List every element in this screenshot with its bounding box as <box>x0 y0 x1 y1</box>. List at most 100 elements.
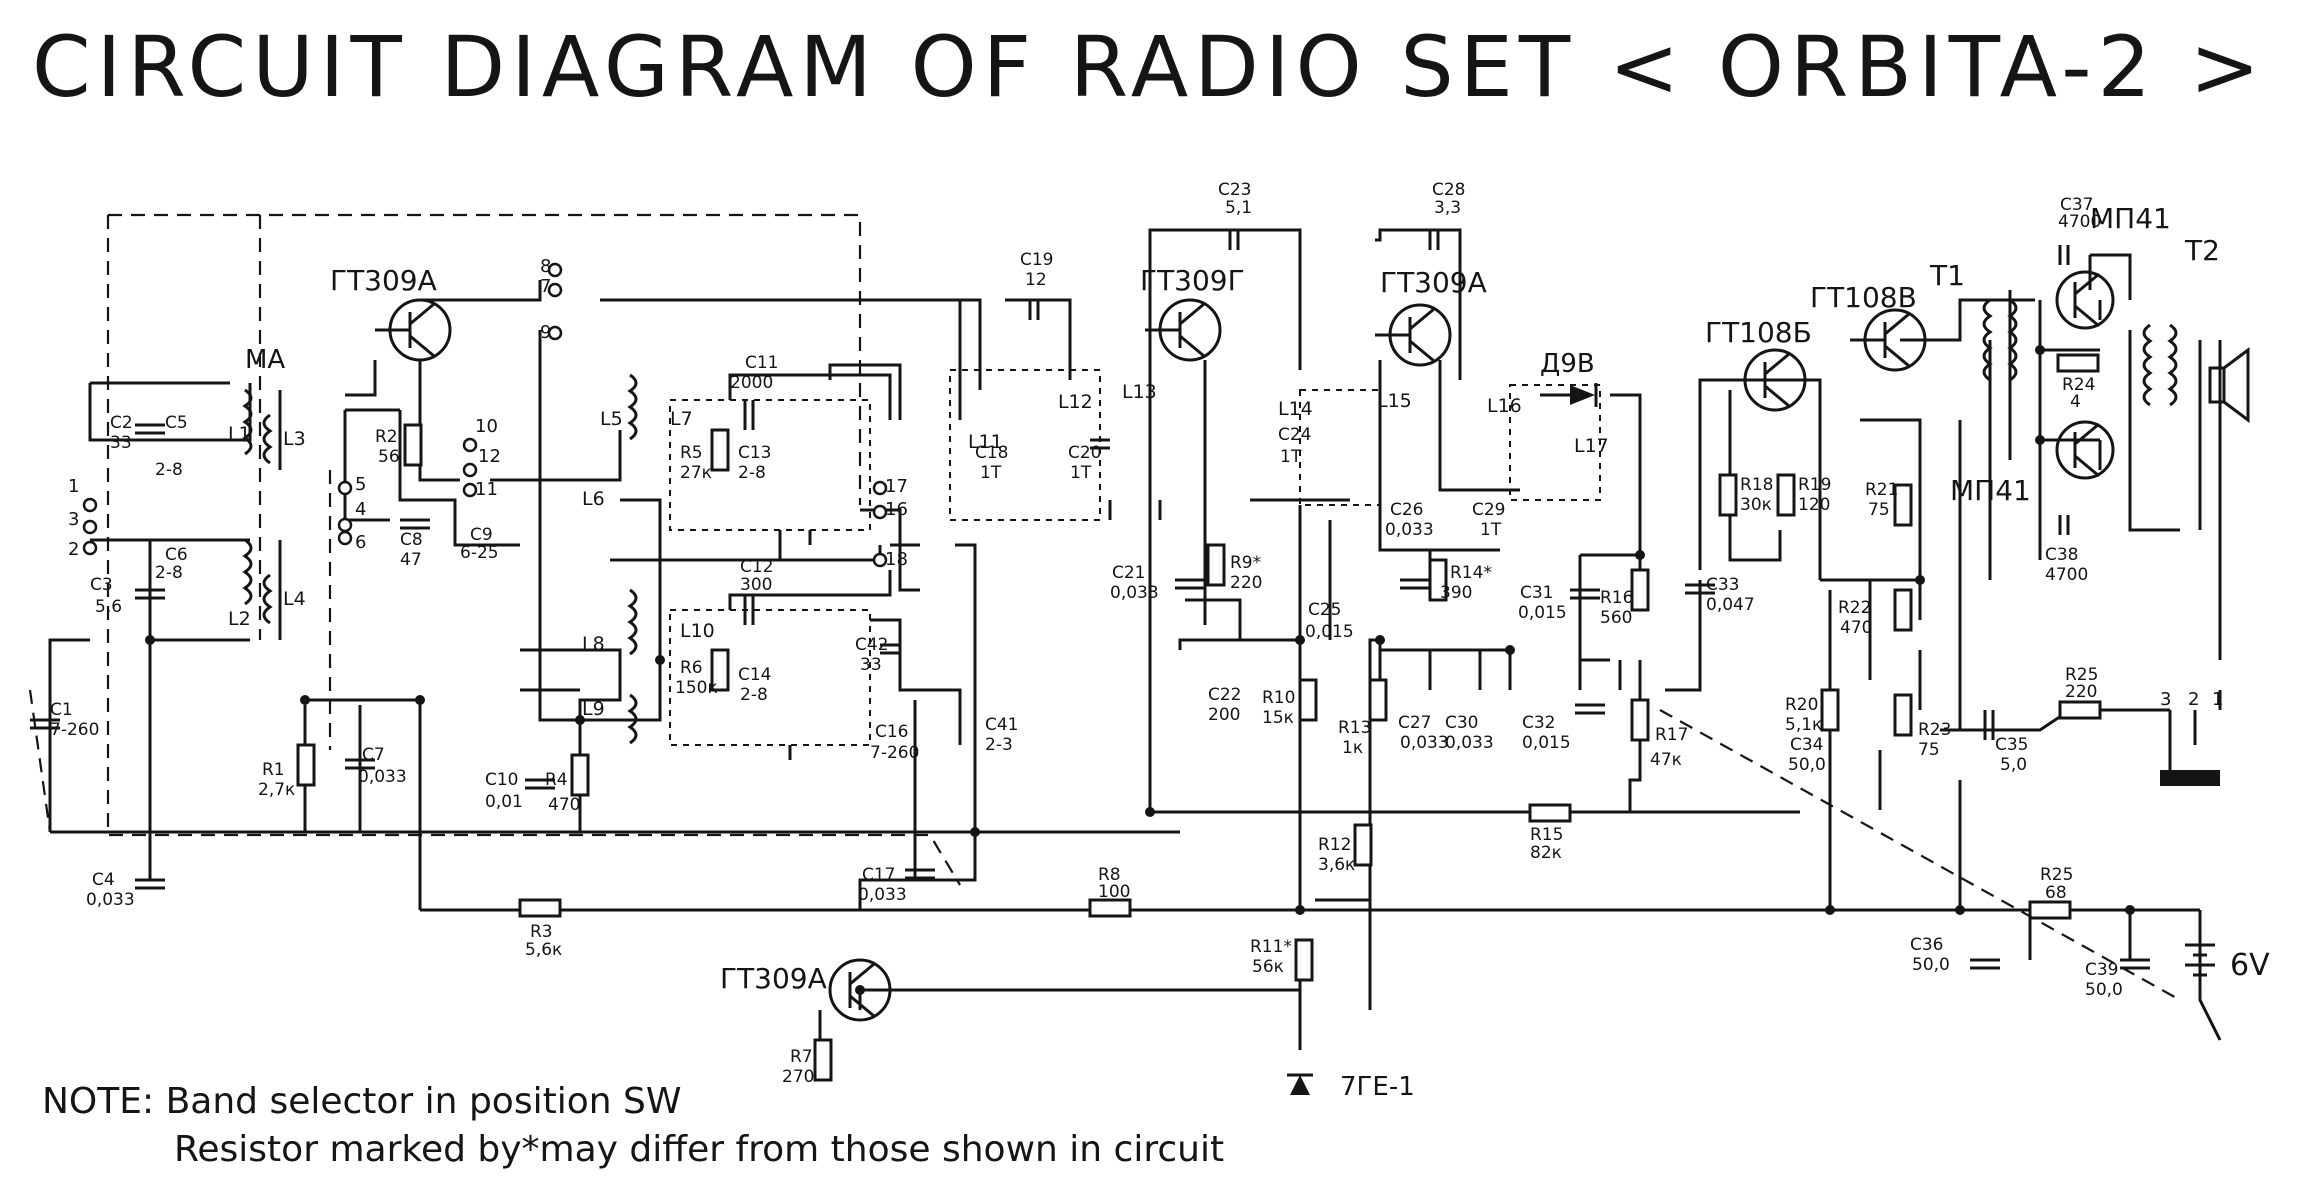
coil-symbols <box>242 298 2178 745</box>
resistor-label: R1 <box>262 760 285 780</box>
capacitor-value: 0,033 <box>858 885 907 905</box>
resistor-value: 220 <box>1230 573 1262 593</box>
diode-label: Д9В <box>1540 349 1595 379</box>
coil-label: L7 <box>670 408 693 430</box>
capacitor-value: 7-260 <box>870 743 919 763</box>
capacitor-label: C22 <box>1208 685 1242 705</box>
capacitor-label: C3 <box>90 575 113 595</box>
capacitor-label: C1 <box>50 700 73 720</box>
capacitor-label: C4 <box>92 870 115 890</box>
capacitor-value: 300 <box>740 575 772 595</box>
resistor-value: 2,7к <box>258 780 295 800</box>
capacitor-value: 6-25 <box>460 543 499 563</box>
coil-label: L6 <box>582 488 605 510</box>
capacitor-label: C30 <box>1445 713 1479 733</box>
junction-dots <box>145 345 2135 995</box>
block-label-supply: 6V <box>2230 948 2270 983</box>
band-switch-enclosure <box>106 213 961 886</box>
transistor-label: ГТ108В <box>1810 281 1917 314</box>
capacitor-value: 33 <box>110 433 132 453</box>
capacitor-value: 1T <box>980 463 1002 483</box>
transistor-label: ГТ309А <box>330 264 437 297</box>
block-label-antenna: MA <box>245 345 285 375</box>
coil-label: L13 <box>1122 381 1157 403</box>
resistor-value: 47к <box>1650 750 1682 770</box>
capacitor-label: C5 <box>165 413 188 433</box>
diagram-title: CIRCUIT DIAGRAM OF RADIO SET < ORBITA-2 … <box>31 18 2267 116</box>
resistor-label: R23 <box>1918 720 1951 740</box>
resistor-value: 5,1к <box>1785 715 1822 735</box>
resistor-label: R15 <box>1530 825 1563 845</box>
capacitor-label: C12 <box>740 557 774 577</box>
resistor-label: R9* <box>1230 553 1261 573</box>
resistor-value: 120 <box>1798 495 1830 515</box>
resistor-value: 27к <box>680 463 712 483</box>
transistor-q3 <box>1375 303 1452 367</box>
resistor-label: R4 <box>545 770 568 790</box>
capacitor-value: 50,0 <box>1788 755 1826 775</box>
switch-pin-number: 16 <box>885 499 908 520</box>
transistor-q4 <box>1730 348 1807 412</box>
capacitor-value: 12 <box>1025 270 1047 290</box>
coil-label: L9 <box>582 698 605 720</box>
coil-label: L4 <box>283 588 306 610</box>
component-labels: MA 6V ГТ309А ГТ309Г ГТ309А ГТ108Б ГТ108В… <box>228 202 2270 1102</box>
resistor-value: 560 <box>1600 608 1632 628</box>
capacitor-value: 0,033 <box>358 767 407 787</box>
resistor-value: 15к <box>1262 708 1294 728</box>
capacitor-label: C2 <box>110 413 133 433</box>
coil-label: L1 <box>228 423 251 445</box>
capacitor-label: C18 <box>975 443 1009 463</box>
coil-label: L2 <box>228 608 251 630</box>
capacitor-label: C39 <box>2085 960 2119 980</box>
diode-d1-icon <box>1570 383 1598 407</box>
coil-label: L11 <box>968 431 1003 453</box>
transformer-label: T2 <box>2184 234 2220 267</box>
capacitor-value: 5,1 <box>1225 198 1252 218</box>
switch-pin-number: 3 <box>68 509 79 530</box>
coil-label: L14 <box>1278 398 1313 420</box>
capacitor-value: 3,3 <box>1434 198 1461 218</box>
capacitor-label: C35 <box>1995 735 2029 755</box>
capacitor-label: C34 <box>1790 735 1824 755</box>
resistor-label: R25 <box>2040 865 2073 885</box>
jack-pin-number: 3 <box>2160 689 2171 710</box>
resistor-value: 470 <box>548 795 580 815</box>
capacitor-symbols <box>30 230 2150 970</box>
jack-pin-labels: 3 2 1 <box>2160 689 2223 710</box>
diode-d2-icon <box>1287 1073 1313 1095</box>
note-line-2: Resistor marked by*may differ from those… <box>174 1129 1225 1170</box>
capacitor-value: 2000 <box>730 373 773 393</box>
transistor-q6 <box>2055 270 2115 330</box>
capacitor-value: 0,033 <box>86 890 135 910</box>
resistor-value: 270 <box>782 1067 814 1087</box>
resistor-label: R10 <box>1262 688 1295 708</box>
switch-pin-number: 18 <box>885 549 908 570</box>
capacitor-value: 50,0 <box>2085 980 2123 1000</box>
diode-label: 7ГЕ-1 <box>1340 1072 1415 1102</box>
transistor-q5 <box>1850 308 1927 372</box>
resistor-label: R8 <box>1098 865 1121 885</box>
capacitor-labels: C1 7-260 C2 33 C3 5,6 C4 0,033 C5 2-8 C6… <box>50 180 2123 1000</box>
capacitor-label: C19 <box>1020 250 1054 270</box>
resistor-value: 30к <box>1740 495 1772 515</box>
capacitor-label: C28 <box>1432 180 1466 200</box>
capacitor-label: C9 <box>470 525 493 545</box>
capacitor-label: C11 <box>745 353 779 373</box>
coil-label: L8 <box>582 633 605 655</box>
switch-pin-number: 5 <box>355 474 366 495</box>
coil-label: L10 <box>680 620 715 642</box>
resistor-label: R25 <box>2065 665 2098 685</box>
switch-pin-number: 11 <box>475 479 498 500</box>
capacitor-value: 1T <box>1480 520 1502 540</box>
resistor-value: 82к <box>1530 843 1562 863</box>
gang-linkage-left <box>28 689 52 833</box>
capacitor-label: C6 <box>165 545 188 565</box>
capacitor-label: C41 <box>985 715 1019 735</box>
capacitor-value: 0,015 <box>1305 622 1354 642</box>
capacitor-value: 1T <box>1070 463 1092 483</box>
resistor-value: 56к <box>1252 957 1284 977</box>
capacitor-label: C31 <box>1520 583 1554 603</box>
jack-pin-number: 2 <box>2188 689 2199 710</box>
